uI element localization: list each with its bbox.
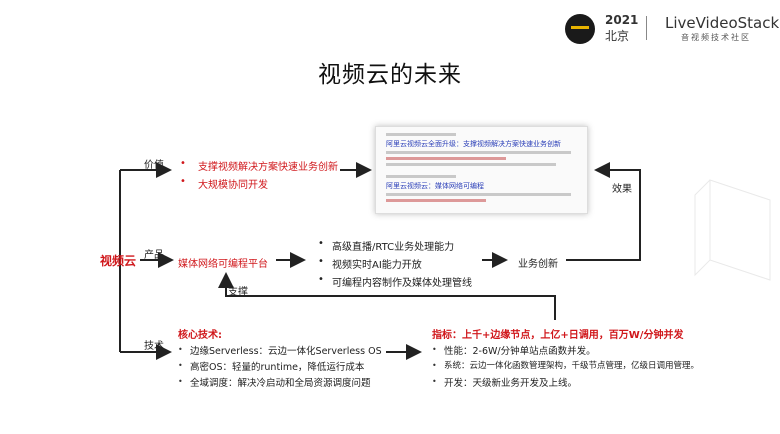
branch-label-tech: 技术 bbox=[144, 341, 164, 352]
brand-logo: LiveVideoStack bbox=[665, 14, 780, 32]
branch-label-product: 产品 bbox=[144, 250, 164, 261]
support-label: 支撑 bbox=[228, 287, 248, 298]
core-tech-title: 核心技术: bbox=[178, 330, 222, 341]
metrics-bullet: • bbox=[432, 345, 437, 354]
value-item-bullet: • bbox=[180, 176, 186, 187]
effect-label: 效果 bbox=[612, 184, 632, 195]
branch-label-value: 价值 bbox=[144, 160, 164, 171]
header-divider bbox=[646, 16, 647, 40]
core-tech-item: 全域调度：解决冷启动和全局资源调度问题 bbox=[190, 378, 371, 389]
metrics-bullet: • bbox=[432, 377, 437, 386]
event-city: 北京 bbox=[605, 29, 630, 43]
metrics-item: 性能：2-6W/分钟单站点函数并发。 bbox=[444, 346, 596, 357]
value-item: 大规模协同开发 bbox=[198, 180, 268, 191]
core-tech-bullet: • bbox=[178, 345, 183, 354]
metrics-title: 指标：上千+边缘节点，上亿+日调用，百万W/分钟并发 bbox=[432, 330, 684, 341]
capability-bullet: • bbox=[318, 238, 324, 249]
slide-title: 视频云的未来 bbox=[318, 62, 462, 88]
metrics-bullet: • bbox=[432, 361, 437, 370]
core-tech-item: 高密OS：轻量的runtime，降低运行成本 bbox=[190, 362, 365, 373]
core-tech-bullet: • bbox=[178, 361, 183, 370]
outcome-node: 业务创新 bbox=[518, 259, 558, 270]
platform-node: 媒体网络可编程平台 bbox=[178, 259, 268, 270]
capability-item: 高级直播/RTC业务处理能力 bbox=[332, 242, 455, 253]
core-tech-item: 边缘Serverless：云边一体化Serverless OS bbox=[190, 346, 382, 357]
core-tech-bullet: • bbox=[178, 377, 183, 386]
capability-bullet: • bbox=[318, 256, 324, 267]
decorative-cube-icon bbox=[694, 179, 771, 281]
event-logo-icon bbox=[565, 14, 595, 44]
brand-subtitle: 音视频技术社区 bbox=[681, 33, 751, 42]
capability-item: 视频实时AI能力开放 bbox=[332, 260, 422, 271]
event-year: 2021 bbox=[605, 13, 639, 27]
capability-bullet: • bbox=[318, 274, 324, 285]
metrics-item: 开发：天级新业务开发及上线。 bbox=[444, 378, 578, 389]
value-item: 支撑视频解决方案快速业务创新 bbox=[198, 162, 338, 173]
news-screenshot: 阿里云视频云全面升级：支撑视频解决方案快速业务创新 阿里云视频云：媒体网络可编程 bbox=[375, 126, 588, 214]
metrics-item: 系统：云边一体化函数管理架构，千级节点管理，亿级日调用管理。 bbox=[444, 361, 700, 371]
screenshot-headline: 阿里云视频云全面升级：支撑视频解决方案快速业务创新 bbox=[386, 140, 561, 148]
screenshot-headline: 阿里云视频云：媒体网络可编程 bbox=[386, 182, 484, 190]
value-item-bullet: • bbox=[180, 158, 186, 169]
root-node: 视频云 bbox=[100, 254, 137, 268]
capability-item: 可编程内容制作及媒体处理管线 bbox=[332, 278, 472, 289]
